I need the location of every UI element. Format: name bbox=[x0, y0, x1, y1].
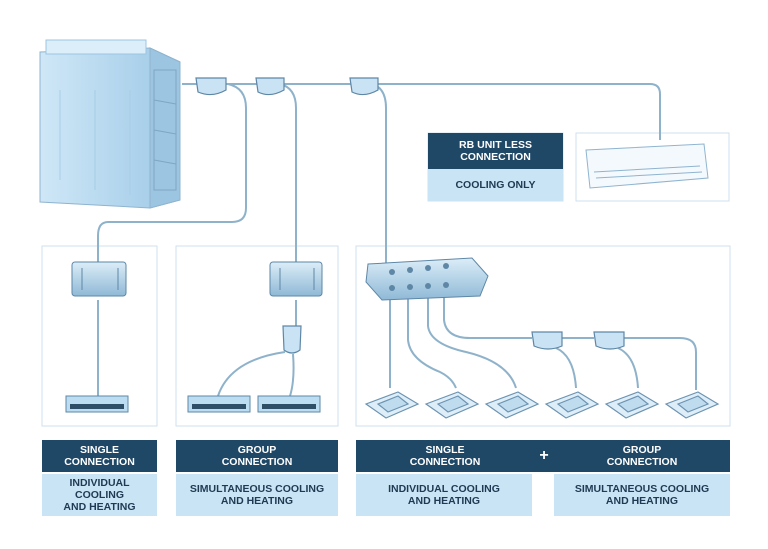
plus-sign: + bbox=[539, 447, 549, 464]
multi-group-desc: SIMULTANEOUS COOLING AND HEATING bbox=[554, 474, 730, 516]
cassette-unit-1 bbox=[364, 391, 420, 419]
branch-joints bbox=[195, 77, 625, 354]
single-desc: INDIVIDUAL COOLING AND HEATING bbox=[42, 474, 157, 516]
cassette-unit-2 bbox=[424, 391, 480, 419]
multi-plus-bg: + bbox=[534, 440, 554, 472]
wall-mounted-unit bbox=[585, 143, 709, 189]
pipe-m4 bbox=[443, 290, 532, 339]
group-title: GROUP CONNECTION bbox=[176, 440, 338, 472]
joint-3 bbox=[349, 77, 379, 96]
single-title: SINGLE CONNECTION bbox=[42, 440, 157, 472]
multi-single-desc: INDIVIDUAL COOLING AND HEATING bbox=[356, 474, 532, 516]
multi-group-title: GROUP CONNECTION bbox=[554, 440, 730, 472]
outdoor-unit bbox=[39, 39, 181, 209]
pipe-m7 bbox=[555, 347, 577, 389]
pipes bbox=[97, 83, 697, 397]
cassette-units bbox=[364, 391, 720, 419]
multi-single-title: SINGLE CONNECTION bbox=[356, 440, 534, 472]
joint-group bbox=[282, 325, 302, 354]
pipe-group-left bbox=[217, 351, 286, 397]
pipe-m3 bbox=[427, 290, 517, 389]
joint-m2 bbox=[593, 331, 625, 350]
rb-less-subtitle: COOLING ONLY bbox=[428, 169, 563, 201]
pipe-group-right bbox=[289, 353, 295, 397]
rb-less-title: RB UNIT LESS CONNECTION bbox=[428, 133, 563, 169]
pipe-group bbox=[279, 83, 297, 262]
cassette-unit-3 bbox=[484, 391, 540, 419]
joint-1 bbox=[195, 77, 227, 96]
pipe-m6 bbox=[622, 337, 697, 390]
ducted-unit-single bbox=[65, 395, 129, 413]
joint-2 bbox=[255, 77, 285, 96]
pipe-multi bbox=[371, 83, 387, 264]
rb-box-single bbox=[71, 261, 127, 297]
group-desc: SIMULTANEOUS COOLING AND HEATING bbox=[176, 474, 338, 516]
rb-box-group bbox=[269, 261, 323, 297]
rb-box-multi bbox=[365, 257, 489, 301]
cassette-unit-5 bbox=[604, 391, 660, 419]
joint-m1 bbox=[531, 331, 563, 350]
cassette-unit-4 bbox=[544, 391, 600, 419]
ducted-unit-group-2 bbox=[257, 395, 321, 413]
ducted-unit-group-1 bbox=[187, 395, 251, 413]
pipe-single bbox=[97, 83, 247, 262]
cassette-unit-6 bbox=[664, 391, 720, 419]
main-pipe bbox=[182, 83, 661, 140]
pipe-m2 bbox=[407, 290, 457, 389]
pipe-m8 bbox=[617, 347, 639, 389]
